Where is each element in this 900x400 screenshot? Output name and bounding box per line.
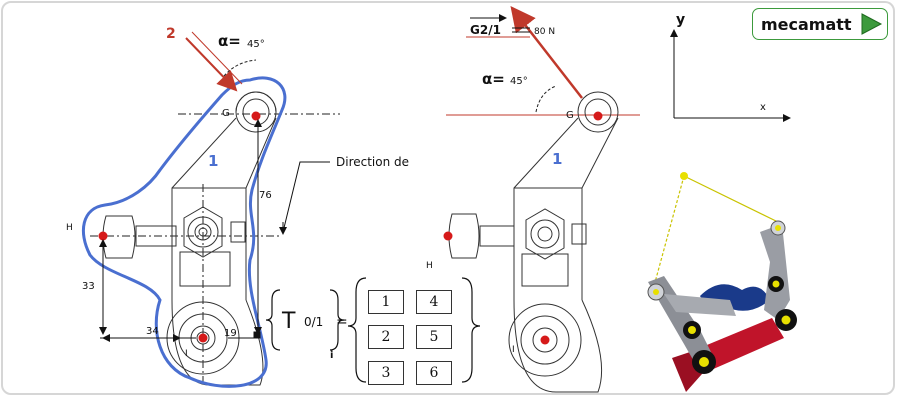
- point-i-marker: [198, 333, 208, 343]
- point-g-label-middle: G: [566, 110, 574, 121]
- torsor-equals: =: [336, 314, 348, 330]
- part-number-middle: 1: [552, 150, 562, 168]
- force-label-middle: G2/1: [470, 23, 501, 37]
- alpha-symbol-left: α=: [218, 32, 241, 50]
- torsor-symbol: T: [281, 309, 296, 334]
- part-number-left: 1: [208, 152, 218, 170]
- mecamatt-next-button[interactable]: mecamatt: [752, 8, 888, 40]
- alpha-symbol-middle: α=: [482, 70, 505, 88]
- force-vector-middle: [510, 6, 583, 99]
- torsor-notation: [265, 277, 481, 383]
- point-h-label-left: H: [66, 223, 73, 233]
- alpha-value-middle: 45°: [510, 76, 528, 87]
- dimension-lines: [99, 119, 330, 342]
- force-number-label: 2: [166, 26, 176, 42]
- dimension-19: 19: [224, 328, 237, 339]
- force-value-middle: 80 N: [534, 27, 555, 37]
- outer-frame: [1, 1, 895, 395]
- left-figure: [90, 91, 340, 386]
- dimension-76: 76: [259, 190, 272, 201]
- dimension-34: 34: [146, 326, 159, 337]
- torsor-cell-5[interactable]: 5: [416, 325, 452, 349]
- point-i-marker-middle: [540, 335, 550, 345]
- alpha-value-left: 45°: [247, 39, 265, 50]
- point-h-label-middle: H: [426, 261, 433, 271]
- torsor-cell-3[interactable]: 3: [368, 361, 404, 385]
- point-g-marker-middle: [593, 111, 603, 121]
- torsor-cell-1[interactable]: 1: [368, 290, 404, 314]
- point-g-marker: [251, 111, 261, 121]
- play-triangle-icon: [861, 13, 883, 35]
- point-g-label-left: G: [222, 108, 230, 119]
- axis-x-label: x: [760, 102, 766, 113]
- dimension-33: 33: [82, 281, 95, 292]
- point-i-label-left: I: [185, 349, 188, 359]
- axis-y-label: y: [676, 12, 685, 28]
- point-h-marker-middle: [443, 231, 453, 241]
- direction-label: Direction de: [336, 155, 409, 169]
- assembly-3d-illustration: [647, 172, 797, 392]
- torsor-cell-6[interactable]: 6: [416, 361, 452, 385]
- torsor-index: i: [330, 350, 333, 361]
- isolation-outline: [81, 76, 287, 388]
- middle-figure: [446, 91, 640, 393]
- torsor-cell-2[interactable]: 2: [368, 325, 404, 349]
- point-h-marker: [98, 231, 108, 241]
- brand-label: mecamatt: [761, 14, 852, 34]
- point-i-label-middle: I: [512, 345, 515, 355]
- torsor-cell-4[interactable]: 4: [416, 290, 452, 314]
- force-arrow: [185, 37, 238, 92]
- coordinate-axes: [670, 29, 791, 122]
- torsor-subscript: 0/1: [304, 315, 323, 329]
